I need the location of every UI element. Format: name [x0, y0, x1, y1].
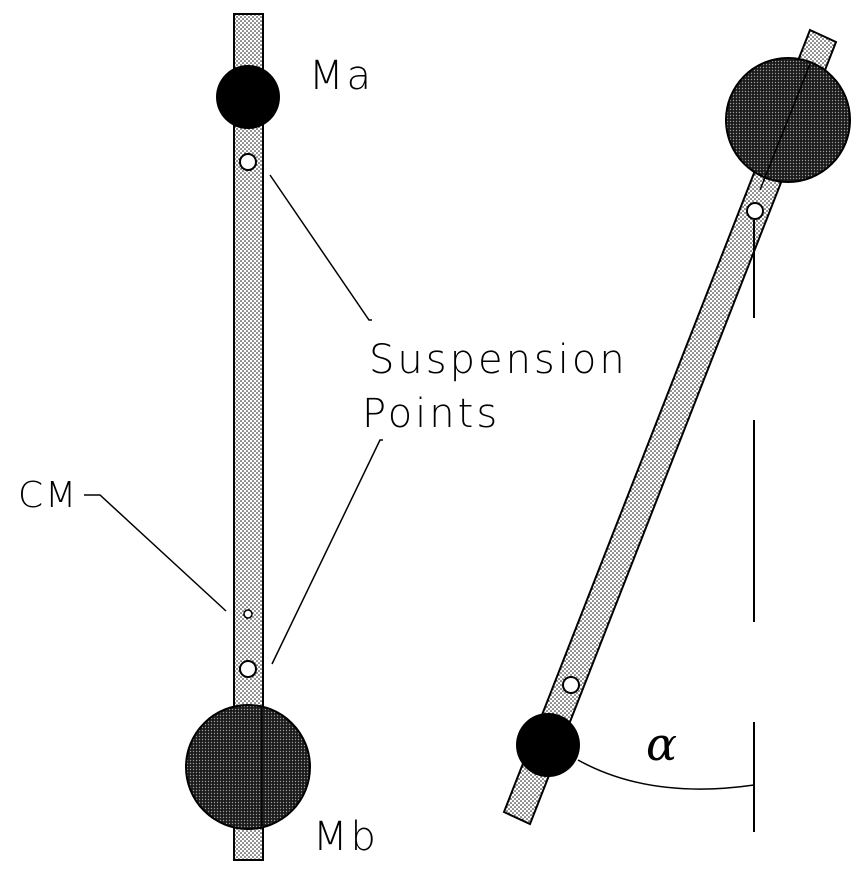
large-mass-b — [185, 704, 311, 830]
tilted-pendulum — [502, 28, 851, 826]
suspension-point-top — [239, 153, 257, 171]
mass-a-label: Ma — [309, 53, 374, 99]
center-of-mass-label: CM — [18, 475, 78, 516]
suspension-point-bottom — [239, 660, 257, 678]
leader-lines — [84, 174, 383, 665]
small-mass-a — [216, 65, 280, 129]
suspension-point-tilted-top — [746, 202, 764, 220]
angle-alpha-label: α — [646, 717, 677, 771]
angle-arc — [577, 759, 755, 790]
suspension-point-tilted-bottom — [562, 676, 580, 694]
vertical-pendulum — [185, 13, 311, 861]
rod-axis-through-large-mass — [759, 63, 811, 191]
leader-line-cm — [84, 494, 227, 612]
leader-line-bottom-suspension — [271, 439, 383, 665]
leader-line-top-suspension — [269, 174, 372, 321]
suspension-label-line2: Points — [362, 391, 500, 437]
center-of-mass-point — [243, 609, 253, 619]
mass-b-label: Mb — [313, 814, 379, 860]
small-mass-tilted — [516, 713, 580, 777]
suspension-label-line1: Suspension — [369, 337, 628, 383]
